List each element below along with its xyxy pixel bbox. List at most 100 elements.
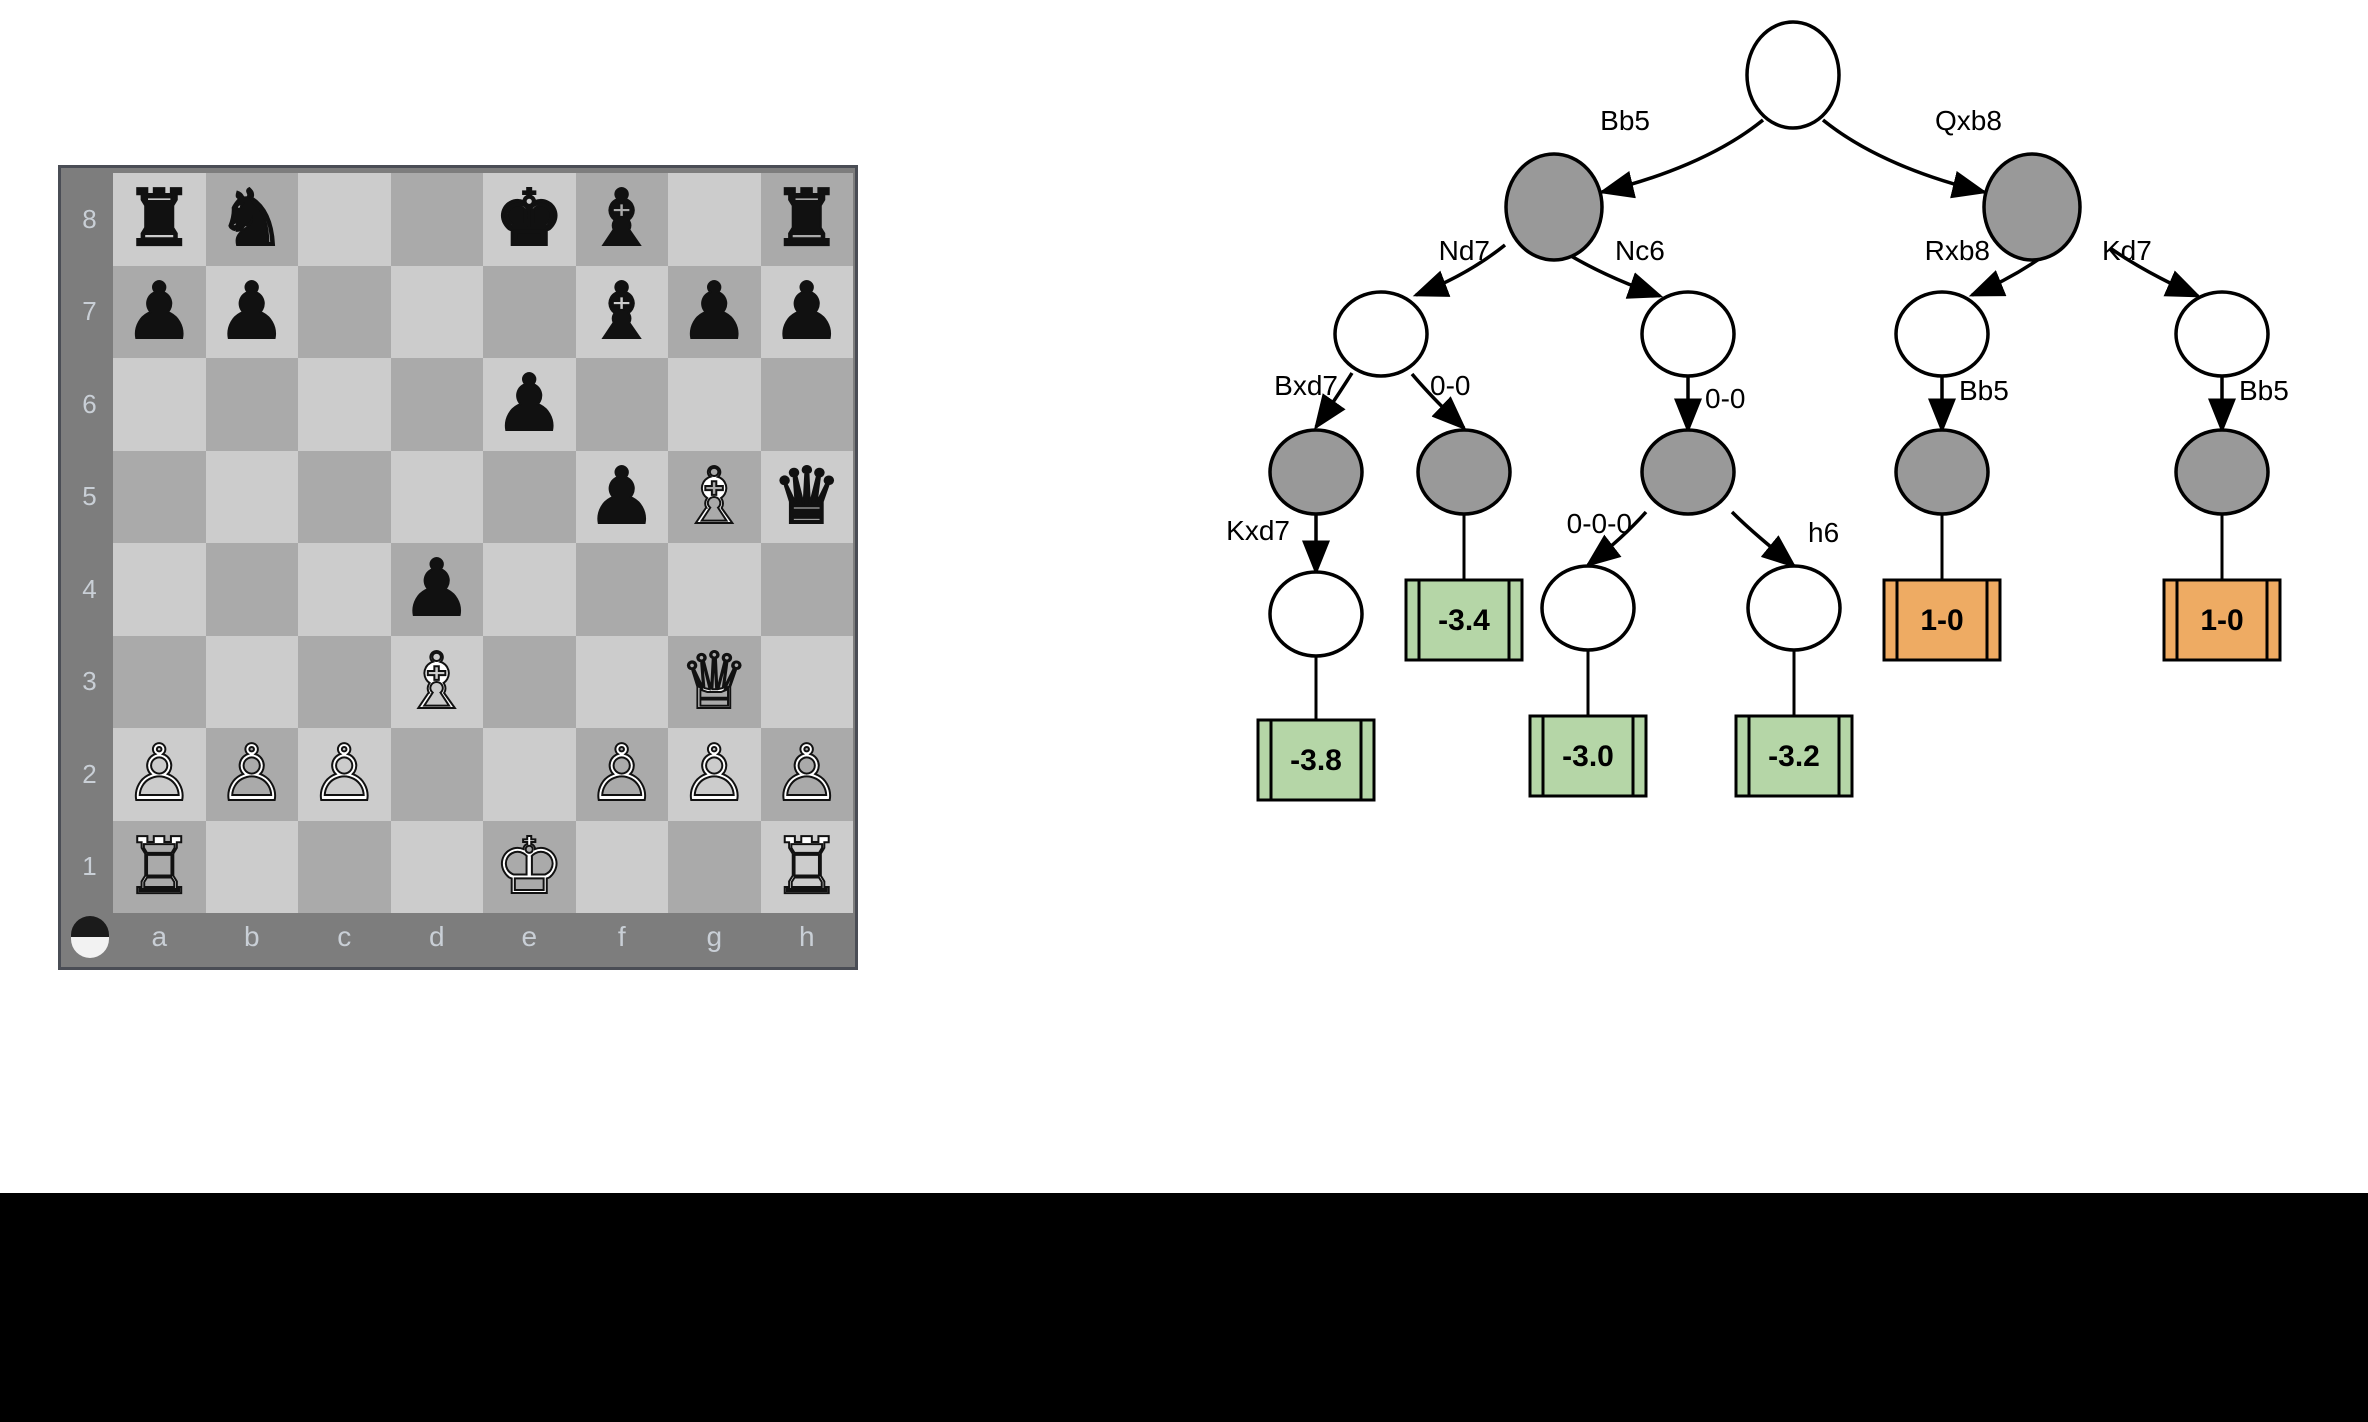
tree-node-kd7[interactable] [2174,290,2270,378]
piece-R-icon[interactable]: ♖ [771,821,843,912]
board-square-d6[interactable] [390,358,483,451]
piece-r-icon[interactable]: ♜ [123,174,195,265]
board-square-f7[interactable]: ♝ [575,265,668,358]
board-square-f5[interactable]: ♟ [575,450,668,543]
board-square-c7[interactable] [298,265,391,358]
piece-p-icon[interactable]: ♟ [216,266,288,357]
piece-p-icon[interactable]: ♟ [401,544,473,635]
board-square-f8[interactable]: ♝ [575,173,668,266]
tree-node-nd7[interactable] [1333,290,1429,378]
board-square-h8[interactable]: ♜ [760,173,853,266]
piece-p-icon[interactable]: ♟ [493,359,565,450]
piece-p-icon[interactable]: ♟ [586,451,658,542]
board-square-e3[interactable] [483,635,576,728]
board-square-g5[interactable]: ♗ [668,450,761,543]
board-square-d3[interactable]: ♗ [390,635,483,728]
board-square-a2[interactable]: ♙ [113,728,206,821]
piece-K-icon[interactable]: ♔ [493,821,565,912]
board-square-a3[interactable] [113,635,206,728]
piece-k-icon[interactable]: ♚ [493,174,565,265]
piece-B-icon[interactable]: ♗ [678,451,750,542]
tree-node-castle-mid[interactable] [1640,428,1736,516]
piece-b-icon[interactable]: ♝ [586,174,658,265]
board-square-c5[interactable] [298,450,391,543]
board-square-a4[interactable] [113,543,206,636]
board-square-d1[interactable] [390,820,483,913]
board-square-h7[interactable]: ♟ [760,265,853,358]
tree-node-root[interactable] [1745,20,1841,130]
board-square-g3[interactable]: ♕ [668,635,761,728]
board-square-f4[interactable] [575,543,668,636]
board-square-d8[interactable] [390,173,483,266]
board-square-c8[interactable] [298,173,391,266]
tree-node-rxb8[interactable] [1894,290,1990,378]
board-square-g4[interactable] [668,543,761,636]
tree-node-castle-long[interactable] [1540,564,1636,652]
tree-node-kxd7[interactable] [1268,570,1364,658]
board-square-h4[interactable] [760,543,853,636]
piece-P-icon[interactable]: ♙ [308,729,380,820]
board-square-g8[interactable] [668,173,761,266]
piece-p-icon[interactable]: ♟ [771,266,843,357]
piece-n-icon[interactable]: ♞ [216,174,288,265]
piece-P-icon[interactable]: ♙ [678,729,750,820]
board-square-d2[interactable] [390,728,483,821]
leaf-box-res1[interactable]: 1-0 [1882,578,2002,662]
board-square-b3[interactable] [205,635,298,728]
board-square-c2[interactable]: ♙ [298,728,391,821]
piece-Q-icon[interactable]: ♕ [678,636,750,727]
board-square-e6[interactable]: ♟ [483,358,576,451]
piece-P-icon[interactable]: ♙ [123,729,195,820]
board-square-b8[interactable]: ♞ [205,173,298,266]
board-square-a8[interactable]: ♜ [113,173,206,266]
tree-node-bxd7[interactable] [1268,428,1364,516]
board-square-g6[interactable] [668,358,761,451]
board-squares[interactable]: ♜♞♚♝♜♟♟♝♟♟♟♟♗♛♟♗♕♙♙♙♙♙♙♖♔♖ [113,173,853,913]
board-square-h6[interactable] [760,358,853,451]
board-square-f2[interactable]: ♙ [575,728,668,821]
board-square-c4[interactable] [298,543,391,636]
board-square-h2[interactable]: ♙ [760,728,853,821]
board-square-e5[interactable] [483,450,576,543]
board-square-b2[interactable]: ♙ [205,728,298,821]
piece-p-icon[interactable]: ♟ [123,266,195,357]
board-square-g2[interactable]: ♙ [668,728,761,821]
board-square-a1[interactable]: ♖ [113,820,206,913]
tree-node-nc6[interactable] [1640,290,1736,378]
board-square-d7[interactable] [390,265,483,358]
piece-B-icon[interactable]: ♗ [401,636,473,727]
board-square-f3[interactable] [575,635,668,728]
piece-P-icon[interactable]: ♙ [216,729,288,820]
tree-node-qxb8[interactable] [1982,152,2082,262]
board-square-b5[interactable] [205,450,298,543]
board-square-c1[interactable] [298,820,391,913]
chess-board[interactable]: 8 7 6 5 4 3 2 1 ♜♞♚♝♜♟♟♝♟♟♟♟♗♛♟♗♕♙♙♙♙♙♙♖… [58,165,858,970]
board-square-f1[interactable] [575,820,668,913]
board-square-c3[interactable] [298,635,391,728]
board-square-e8[interactable]: ♚ [483,173,576,266]
leaf-box-v34[interactable]: -3.4 [1404,578,1524,662]
board-square-h3[interactable] [760,635,853,728]
tree-node-bb5[interactable] [1504,152,1604,262]
board-square-c6[interactable] [298,358,391,451]
board-square-f6[interactable] [575,358,668,451]
board-square-g1[interactable] [668,820,761,913]
board-square-a6[interactable] [113,358,206,451]
board-square-b6[interactable] [205,358,298,451]
board-square-a5[interactable] [113,450,206,543]
board-square-g7[interactable]: ♟ [668,265,761,358]
leaf-box-res2[interactable]: 1-0 [2162,578,2282,662]
leaf-box-v30[interactable]: -3.0 [1528,714,1648,798]
tree-node-castle-left[interactable] [1416,428,1512,516]
board-square-b7[interactable]: ♟ [205,265,298,358]
board-square-h1[interactable]: ♖ [760,820,853,913]
board-square-a7[interactable]: ♟ [113,265,206,358]
piece-R-icon[interactable]: ♖ [123,821,195,912]
piece-q-icon[interactable]: ♛ [771,451,843,542]
piece-p-icon[interactable]: ♟ [678,266,750,357]
piece-P-icon[interactable]: ♙ [771,729,843,820]
tree-node-bb5-r1[interactable] [1894,428,1990,516]
board-square-h5[interactable]: ♛ [760,450,853,543]
piece-b-icon[interactable]: ♝ [586,266,658,357]
board-square-e4[interactable] [483,543,576,636]
